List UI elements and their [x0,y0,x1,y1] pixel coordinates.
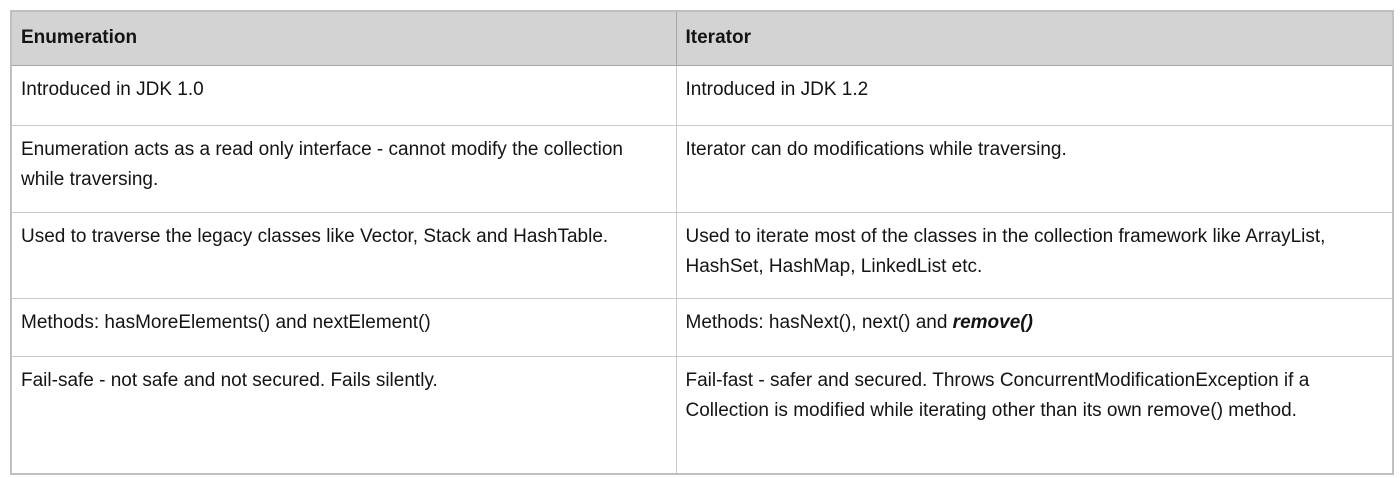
table-header-row: Enumeration Iterator [10,10,1394,66]
cell-iterator: Introduced in JDK 1.2 [675,65,1394,126]
cell-enumeration: Introduced in JDK 1.0 [10,65,677,126]
cell-enumeration: Fail-safe - not safe and not secured. Fa… [10,356,677,474]
cell-iterator: Iterator can do modifications while trav… [675,125,1394,213]
cell-iterator: Methods: hasNext(), next() and remove() [675,298,1394,357]
cell-enumeration: Enumeration acts as a read only interfac… [10,125,677,213]
cell-enumeration: Methods: hasMoreElements() and nextEleme… [10,298,677,357]
emphasized-text: remove() [952,312,1033,333]
table-row: Methods: hasMoreElements() and nextEleme… [10,298,1394,357]
comparison-table: Enumeration Iterator Introduced in JDK 1… [10,10,1394,475]
table-row: Enumeration acts as a read only interfac… [10,125,1394,213]
column-header-iterator: Iterator [675,10,1394,66]
cell-iterator: Fail-fast - safer and secured. Throws Co… [675,356,1394,474]
table-row: Fail-safe - not safe and not secured. Fa… [10,356,1394,474]
column-header-enumeration: Enumeration [10,10,677,66]
table-row: Used to traverse the legacy classes like… [10,212,1394,299]
cell-enumeration: Used to traverse the legacy classes like… [10,212,677,299]
cell-iterator: Used to iterate most of the classes in t… [675,212,1394,299]
